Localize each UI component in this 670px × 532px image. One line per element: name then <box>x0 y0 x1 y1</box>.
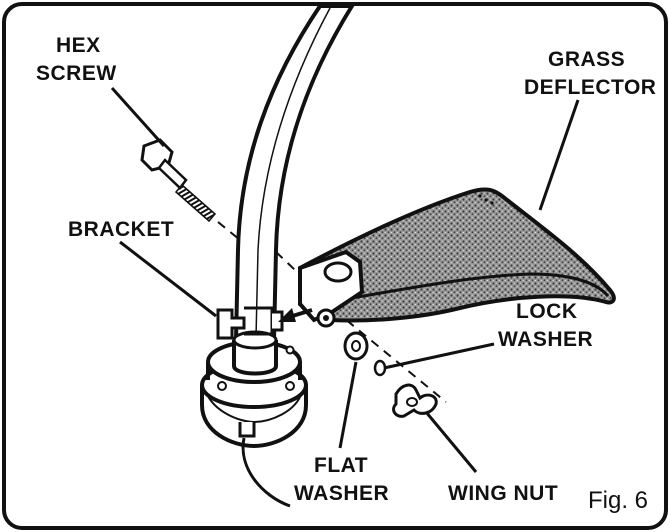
label-flat-washer-line1: FLAT <box>314 454 368 477</box>
alignment-lines <box>217 221 447 403</box>
label-wing-nut: WING NUT <box>448 482 558 505</box>
label-lock-washer-line2: WASHER <box>498 328 593 351</box>
label-grass-deflector-line2: DEFLECTOR <box>524 76 656 99</box>
direction-arrow <box>278 308 313 322</box>
hex-screw <box>140 138 217 223</box>
leader-lines <box>110 86 580 508</box>
label-lock-washer-line1: LOCK <box>516 300 578 323</box>
trimmer-head <box>200 330 308 449</box>
bracket <box>216 306 284 340</box>
figure-number: Fig. 6 <box>588 487 648 514</box>
grass-deflector <box>298 187 616 328</box>
flat-washer <box>343 331 369 361</box>
lock-washer <box>373 359 387 377</box>
label-hex-screw-line1: HEX <box>56 34 101 57</box>
trimmer-shaft <box>233 4 356 342</box>
label-bracket: BRACKET <box>68 218 174 241</box>
wing-nut <box>392 383 438 418</box>
label-grass-deflector-line1: GRASS <box>548 48 625 71</box>
label-hex-screw-line2: SCREW <box>36 62 117 85</box>
label-flat-washer-line2: WASHER <box>294 482 389 505</box>
